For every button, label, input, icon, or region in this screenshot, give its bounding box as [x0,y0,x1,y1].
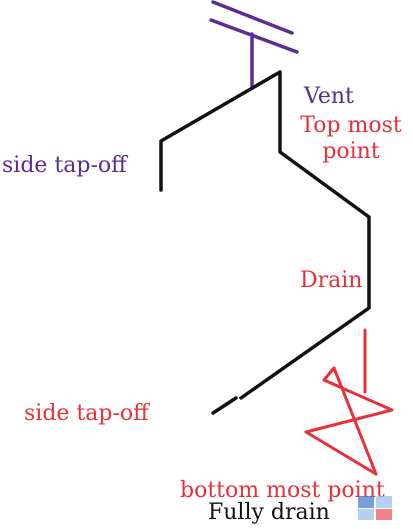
bottom-most-point-label: bottom most point [180,478,385,503]
upper-side-tap-off-pipe [159,70,371,400]
lower-side-tap-off-label: side tap-off [24,401,149,426]
vent-cap-line-2 [209,18,299,54]
logo-watermark-icon [358,496,392,520]
upper-side-tap-off-label: side tap-off [2,153,127,178]
lower-side-tap-off-pipe [211,396,238,415]
drain-valve [304,328,394,476]
pipe-run [159,70,371,415]
valve-diagonal [332,366,378,476]
top-most-point-label: Top most point [300,113,402,164]
valve-zigzag [304,366,394,476]
fully-drain-label: Fully drain [208,500,330,525]
vent-symbol [209,0,299,90]
vent-label: Vent [304,84,354,109]
drain-label: Drain [300,268,363,293]
vent-cap-line-1 [211,0,294,35]
